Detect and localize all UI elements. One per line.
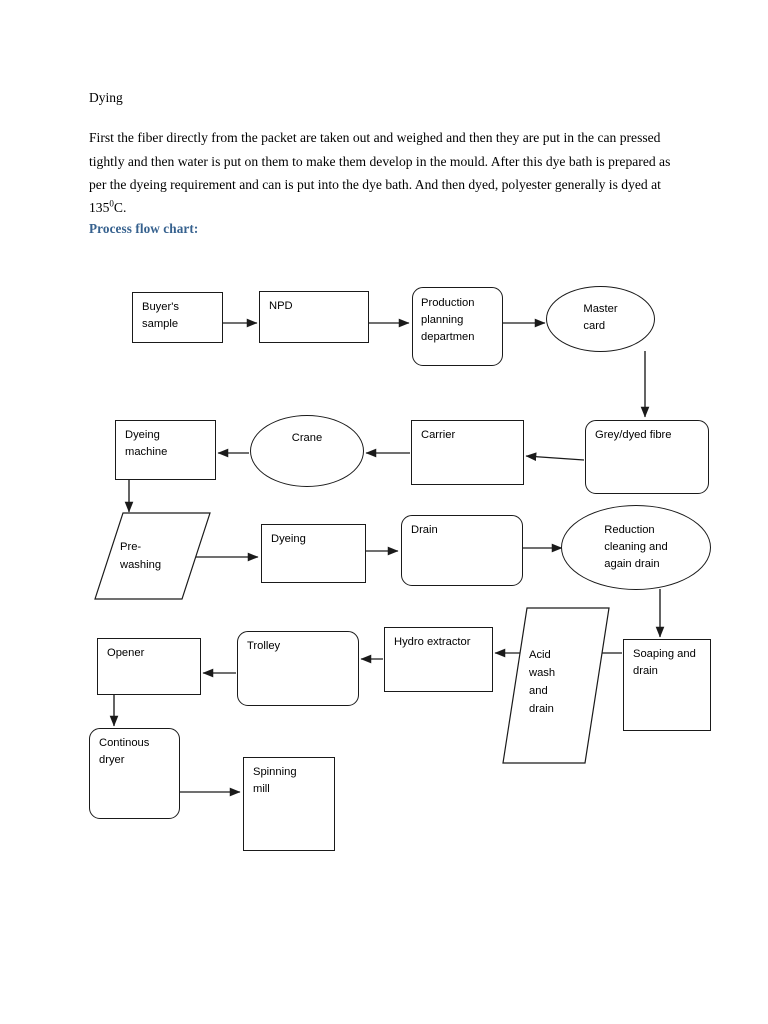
node-label: Continous dryer — [99, 737, 150, 767]
node-label: Acid wash and drain — [529, 649, 556, 716]
node-label: Buyer's sample — [142, 301, 179, 331]
node-acid-wash-and-drain[interactable]: Acid wash and drain — [501, 607, 611, 764]
paragraph-text-part2: C. — [113, 200, 127, 216]
node-production-planning-department[interactable]: Production planning departmen — [412, 287, 503, 366]
node-label: Production planning departmen — [421, 297, 475, 344]
node-label: Reduction cleaning and again drain — [604, 524, 668, 571]
chart-heading: Process flow chart: — [89, 221, 199, 236]
parallelogram-outline — [502, 607, 610, 764]
node-label: Crane — [291, 432, 323, 444]
node-label: Hydro extractor — [394, 636, 471, 648]
node-buyers-sample[interactable]: Buyer's sample — [132, 292, 223, 343]
node-dyeing[interactable]: Dyeing — [261, 524, 366, 583]
paragraph-text-part1: First the fiber directly from the packet… — [89, 130, 671, 216]
node-label: Dyeing machine — [125, 429, 168, 459]
node-continous-dryer[interactable]: Continous dryer — [89, 728, 180, 819]
node-label: Soaping and drain — [633, 648, 696, 678]
node-label: Spinning mill — [253, 766, 297, 796]
node-reduction-cleaning-and-again-drain[interactable]: Reduction cleaning and again drain — [561, 505, 711, 590]
body-paragraph: First the fiber directly from the packet… — [89, 126, 689, 220]
node-label: Pre- washing — [120, 541, 162, 572]
node-label: Drain — [411, 524, 438, 536]
node-pre-washing[interactable]: Pre- washing — [94, 512, 211, 600]
node-dyeing-machine[interactable]: Dyeing machine — [115, 420, 216, 480]
edge-grey-dyed-fibre-to-carrier — [525, 452, 585, 462]
node-label: Carrier — [421, 429, 456, 441]
node-drain[interactable]: Drain — [401, 515, 523, 586]
node-hydro-extractor[interactable]: Hydro extractor — [384, 627, 493, 692]
node-soaping-and-drain[interactable]: Soaping and drain — [623, 639, 711, 731]
parallelogram-outline — [94, 512, 211, 600]
document-text-block: Dying First the fiber directly from the … — [89, 88, 689, 220]
node-crane[interactable]: Crane — [250, 415, 364, 487]
node-label: Grey/dyed fibre — [595, 429, 672, 441]
node-label: Dyeing — [271, 533, 306, 545]
node-label: Opener — [107, 647, 145, 659]
node-label: Master card — [583, 303, 618, 333]
node-opener[interactable]: Opener — [97, 638, 201, 695]
node-label: NPD — [269, 300, 293, 312]
node-label: Trolley — [247, 640, 281, 652]
node-trolley[interactable]: Trolley — [237, 631, 359, 706]
node-carrier[interactable]: Carrier — [411, 420, 524, 485]
degree-superscript: 0 — [109, 198, 114, 209]
node-spinning-mill[interactable]: Spinning mill — [243, 757, 335, 851]
node-grey-dyed-fibre[interactable]: Grey/dyed fibre — [585, 420, 709, 494]
node-npd[interactable]: NPD — [259, 291, 369, 343]
section-title: Dying — [89, 90, 123, 105]
node-master-card[interactable]: Master card — [546, 286, 655, 352]
